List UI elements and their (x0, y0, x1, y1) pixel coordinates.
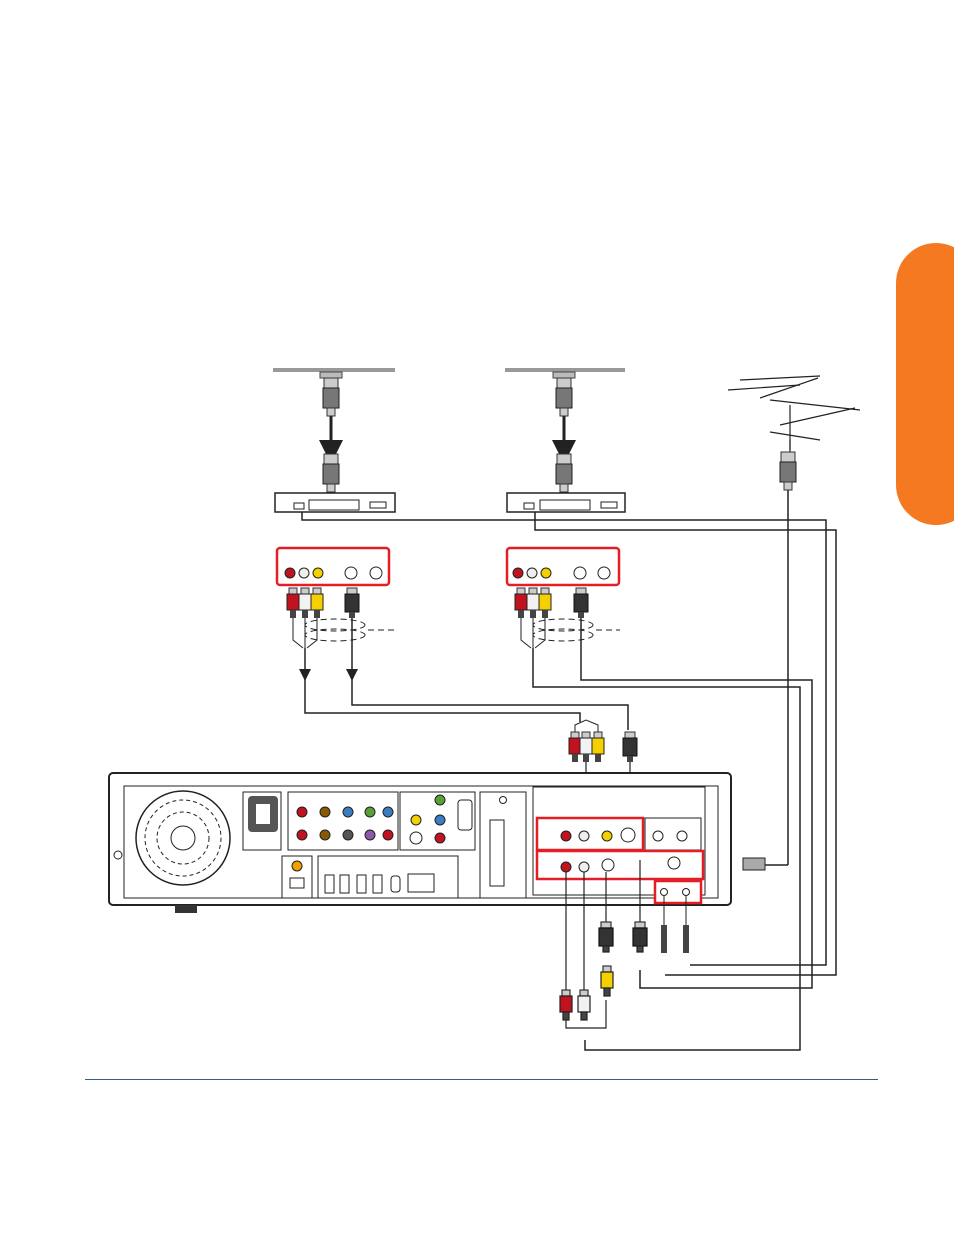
tv-antenna (728, 376, 860, 490)
av-output-panel-1 (277, 548, 395, 675)
set-top-box-2 (507, 493, 625, 512)
cable-wall-outlet-1 (273, 368, 395, 492)
ir-blaster-jacks (655, 881, 701, 953)
cable-wall-outlet-2 (505, 368, 625, 492)
av-output-panel-2 (507, 548, 620, 675)
set-top-box-1 (275, 493, 395, 512)
